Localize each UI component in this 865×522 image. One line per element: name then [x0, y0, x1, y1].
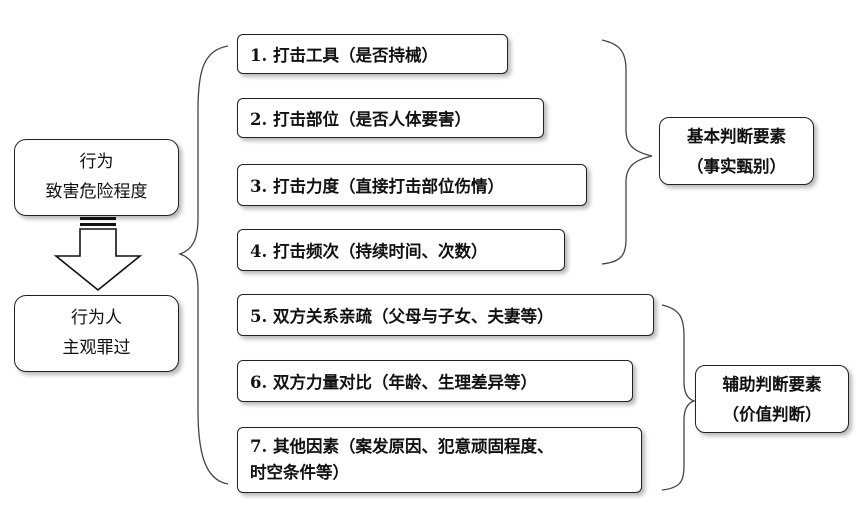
item-strength-comparison: 6. 双方力量对比（年龄、生理差异等） [237, 360, 633, 402]
harm-risk-line-2: 致害危险程度 [45, 182, 148, 202]
auxiliary-factors-box: 辅助判断要素 （价值判断） [695, 365, 849, 433]
item-relationship: 5. 双方关系亲疏（父母与子女、夫妻等） [237, 294, 654, 336]
auxiliary-factors-title: 辅助判断要素 [722, 375, 822, 394]
item-striking-force: 3. 打击力度（直接打击部位伤情） [237, 164, 587, 206]
subjective-fault-box: 行为人 主观罪过 [14, 295, 179, 372]
subjective-fault-line-1: 行为人 [71, 308, 122, 328]
item-striking-frequency: 4. 打击频次（持续时间、次数） [237, 229, 565, 271]
basic-factors-subtitle: （事实甄别） [687, 157, 786, 176]
harm-risk-box: 行为 致害危险程度 [14, 139, 179, 216]
item-other-factors: 7. 其他因素（案发原因、犯意顽固程度、 时空条件等） [237, 427, 642, 493]
item-other-factors-line-1: 7. 其他因素（案发原因、犯意顽固程度、 [250, 437, 554, 456]
harm-risk-line-1: 行为 [79, 152, 114, 172]
subjective-fault-line-2: 主观罪过 [62, 338, 131, 358]
basic-factors-box: 基本判断要素 （事实甄别） [659, 117, 814, 185]
auxiliary-brace [661, 304, 697, 491]
item-striking-location: 2. 打击部位（是否人体要害） [237, 98, 544, 138]
basic-brace [601, 39, 653, 265]
auxiliary-factors-subtitle: （价值判断） [722, 405, 822, 424]
basic-factors-title: 基本判断要素 [687, 127, 786, 146]
item-striking-tool: 1. 打击工具（是否持械） [237, 34, 508, 74]
left-brace [177, 45, 229, 485]
item-other-factors-line-2: 时空条件等） [250, 463, 349, 482]
down-arrow-icon [53, 217, 143, 292]
